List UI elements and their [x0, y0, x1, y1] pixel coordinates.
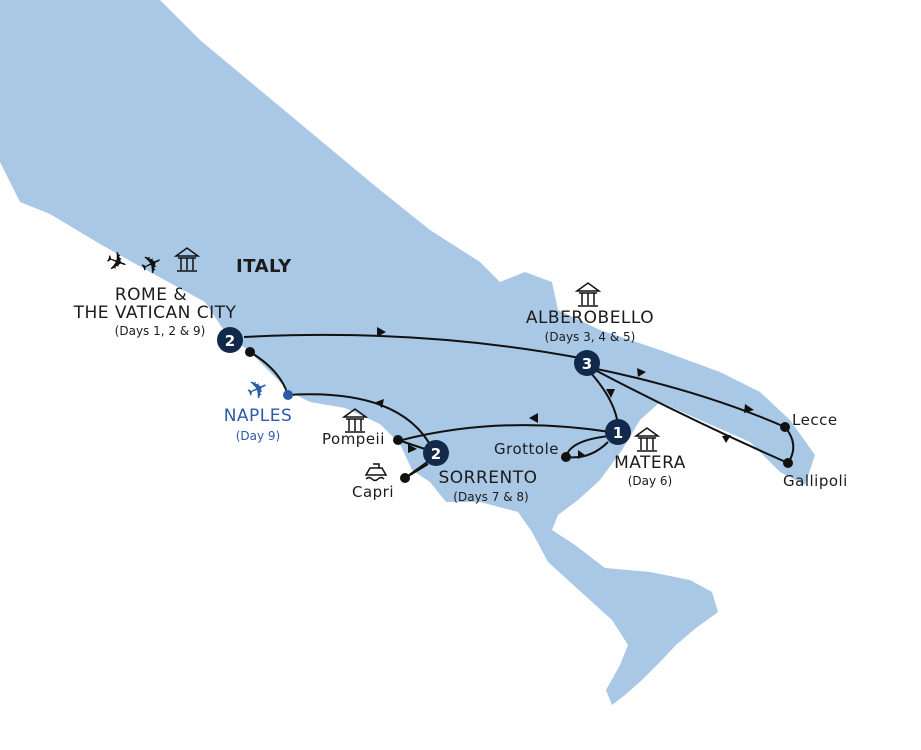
rome-label-line2: THE VATICAN CITY — [73, 303, 237, 323]
naples-label: NAPLES — [223, 406, 293, 426]
svg-text:✈: ✈ — [242, 372, 274, 408]
rome-days: (Days 1, 2 & 9) — [114, 324, 206, 338]
italy-landmass — [0, 0, 815, 705]
overnight-badges — [217, 327, 631, 466]
naples-days: (Day 9) — [235, 429, 281, 443]
matera-label: MATERA — [614, 453, 686, 473]
sorrento-days: (Days 7 & 8) — [453, 490, 529, 504]
alberobello-days: (Days 3, 4 & 5) — [544, 330, 636, 344]
pompeii-label: Pompeii — [322, 430, 385, 448]
rome-label-line1: ROME & — [114, 285, 188, 305]
route-arrows — [376, 327, 754, 459]
capri-label: Capri — [352, 483, 395, 501]
landmark-icons — [173, 247, 661, 482]
grottole-label: Grottole — [494, 440, 559, 458]
sorrento-label: SORRENTO — [438, 468, 538, 488]
alberobello-label: ALBEROBELLO — [525, 308, 655, 328]
alberobello-nights-badge: 3 — [581, 355, 593, 373]
place-dots — [245, 347, 793, 483]
gallipoli-label: Gallipoli — [783, 472, 848, 490]
rome-nights-badge: 2 — [224, 332, 236, 350]
lecce-label: Lecce — [792, 411, 838, 429]
svg-text:✈: ✈ — [101, 245, 132, 281]
sorrento-nights-badge: 2 — [430, 445, 442, 463]
matera-days: (Day 6) — [627, 474, 673, 488]
matera-nights-badge: 1 — [612, 424, 624, 442]
country-label: ITALY — [236, 256, 292, 277]
